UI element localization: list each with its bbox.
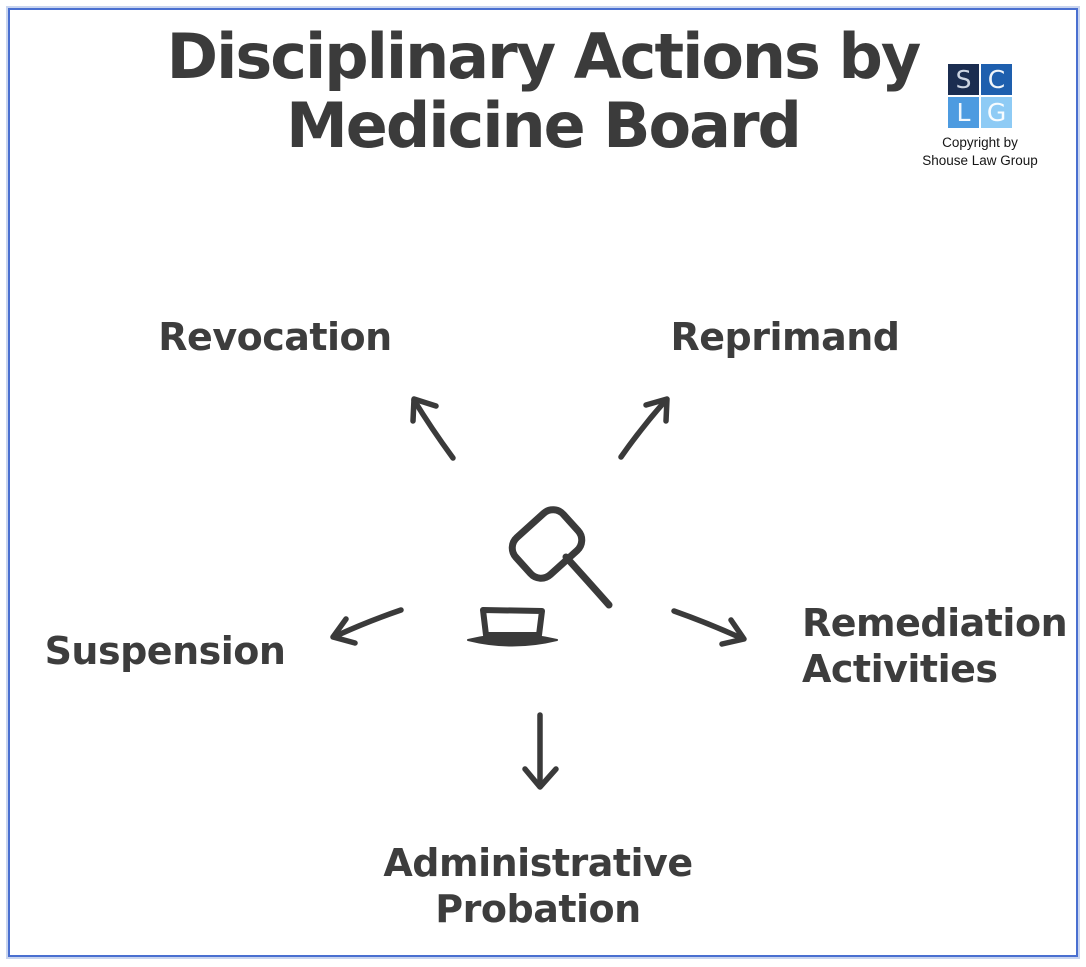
logo-letter-s: S [948, 64, 979, 95]
shouse-law-group-logo: S C L G [948, 64, 1014, 128]
gavel-base [467, 633, 558, 647]
label-remediation: Remediation Activities [802, 601, 1068, 692]
copyright-line2: Shouse Law Group [922, 152, 1038, 168]
copyright-line1: Copyright by [942, 135, 1018, 150]
arrow-to-suspension [330, 607, 404, 646]
label-reprimand: Reprimand [670, 315, 901, 359]
arrow-to-reprimand [618, 396, 670, 460]
logo-letter-l: L [948, 97, 979, 128]
logo-letter-g: G [981, 97, 1012, 128]
page-title-line2: Medicine Board [286, 89, 802, 163]
gavel-head [508, 506, 586, 582]
arrow-to-remediation [671, 608, 747, 647]
arrow-to-revocation [410, 396, 456, 461]
gavel-handle [562, 553, 613, 609]
gavel-block [480, 607, 545, 638]
arrow-to-probation [522, 712, 559, 790]
label-suspension: Suspension [44, 629, 286, 673]
page-title-line1: Disciplinary Actions by [166, 20, 922, 93]
logo-grid: S C L G [948, 64, 1014, 128]
gavel-icon [467, 506, 613, 647]
copyright-text: Copyright by Shouse Law Group [900, 134, 1060, 169]
label-revocation: Revocation [158, 315, 392, 359]
logo-letter-c: C [981, 64, 1012, 95]
label-probation: Administrative Probation [383, 841, 693, 932]
